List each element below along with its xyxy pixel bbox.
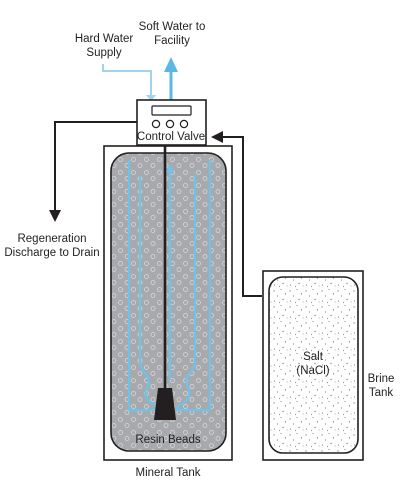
salt-fill <box>268 276 359 454</box>
hard-water-label-line1: Hard Water <box>75 33 134 45</box>
soft-water-label-line1: Soft Water to <box>139 21 206 33</box>
regeneration-label-line2: Discharge to Drain <box>4 247 99 259</box>
control-valve-display <box>151 105 192 116</box>
riser-flow-arrowhead <box>166 164 174 172</box>
control-valve-button-2 <box>165 119 175 129</box>
mineral-tank-label: Mineral Tank <box>136 467 201 479</box>
control-valve-button-3 <box>179 119 189 129</box>
soft-water-arrowhead <box>164 57 178 72</box>
bottom-distributor <box>154 388 176 420</box>
drain-line <box>54 121 138 213</box>
regeneration-label-line1: Regeneration <box>17 233 86 245</box>
brine-line-arrowhead <box>211 131 223 143</box>
control-valve-label: Control Valve <box>137 131 205 143</box>
hard-water-label-line2: Supply <box>86 47 121 59</box>
salt-label-line1: Salt <box>303 351 324 363</box>
water-flow-paths <box>127 160 212 412</box>
drain-arrowhead <box>49 210 61 222</box>
brine-tank-label-line1: Brine <box>368 373 395 385</box>
brine-tank-label-line2: Tank <box>369 387 394 399</box>
resin-beads-label: Resin Beads <box>135 434 200 446</box>
soft-water-label-line2: Facility <box>154 35 190 47</box>
hard-water-arrowhead <box>146 95 156 101</box>
salt-label-line2: (NaCl) <box>296 365 329 377</box>
hard-water-supply-line <box>102 64 152 99</box>
control-valve-button-1 <box>151 119 161 129</box>
brine-line <box>218 136 262 297</box>
